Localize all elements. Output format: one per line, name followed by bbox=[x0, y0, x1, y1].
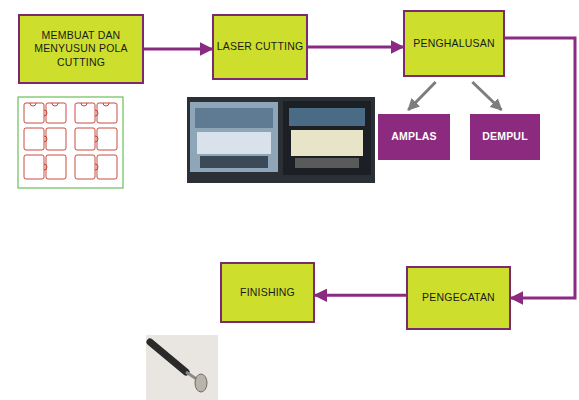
finishing-tool-photo bbox=[146, 335, 218, 400]
laser-cutter-photo bbox=[187, 97, 375, 183]
process-box: LASER CUTTING bbox=[212, 14, 308, 80]
sub-step-box: DEMPUL bbox=[470, 114, 540, 160]
step-label: PENGECATAN bbox=[422, 291, 495, 304]
step-label: PENGHALUSAN bbox=[413, 37, 495, 50]
flow-arrow bbox=[408, 82, 435, 110]
process-box: MEMBUAT DAN MENYUSUN POLA CUTTING bbox=[18, 14, 144, 84]
step-label: MEMBUAT DAN MENYUSUN POLA CUTTING bbox=[20, 29, 142, 68]
sub-step-box: AMPLAS bbox=[378, 114, 450, 160]
step-label: AMPLAS bbox=[391, 130, 437, 143]
flow-arrow bbox=[505, 38, 575, 298]
flow-arrow bbox=[315, 294, 406, 297]
process-box: PENGECATAN bbox=[406, 266, 511, 330]
flow-arrow bbox=[144, 48, 212, 51]
process-box: FINISHING bbox=[220, 262, 315, 323]
step-label: DEMPUL bbox=[482, 130, 528, 143]
flow-arrow bbox=[308, 46, 403, 49]
flow-arrow bbox=[472, 82, 501, 110]
cutting-pattern-sheet bbox=[18, 97, 123, 188]
step-label: LASER CUTTING bbox=[217, 40, 304, 53]
process-box: PENGHALUSAN bbox=[403, 10, 505, 77]
step-label: FINISHING bbox=[240, 286, 295, 299]
